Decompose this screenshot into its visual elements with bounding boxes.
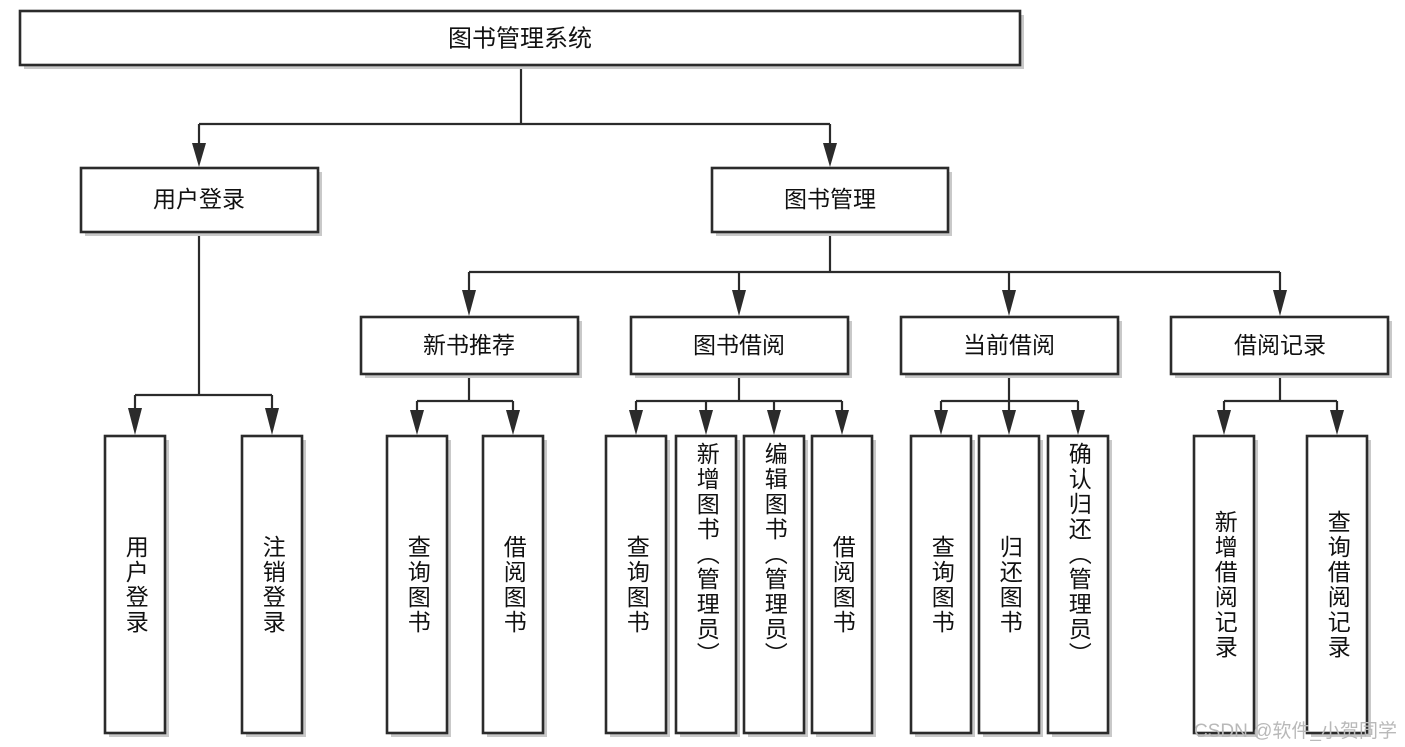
arrow-leaf-borrow-query [629, 410, 643, 435]
node-user-login-label: 用户登录 [153, 186, 245, 212]
node-leaf-user-logout[interactable] [240, 434, 304, 735]
arrow-leaf-rec-query2 [1330, 410, 1344, 435]
node-leaf-rec-add[interactable] [1192, 434, 1256, 735]
node-current-borrow-label: 当前借阅 [963, 332, 1055, 358]
node-book-borrow-label: 图书借阅 [693, 332, 785, 358]
node-layer: 图书管理系统 用户登录 图书管理 新书推荐 图书借阅 当前借阅 借阅记录 [18, 9, 1392, 737]
node-leaf-borrow-do[interactable] [810, 434, 874, 735]
node-leaf-cur-return[interactable] [977, 434, 1041, 735]
node-leaf-cur-confirm[interactable] [1046, 434, 1110, 735]
node-borrow-record[interactable] [1169, 315, 1390, 376]
arrow-to-user-login [192, 143, 206, 167]
arrow-to-book-borrow [732, 290, 746, 316]
node-leaf-rec-query2[interactable] [1305, 434, 1369, 735]
arrow-leaf-rec-borrow [506, 410, 520, 435]
arrow-leaf-borrow-add [699, 410, 713, 435]
arrow-leaf-cur-return [1002, 410, 1016, 435]
arrow-leaf-borrow-edit [767, 410, 781, 435]
arrow-leaf-user-logout [265, 408, 279, 435]
arrow-to-current-borrow [1002, 290, 1016, 316]
node-leaf-cur-query[interactable] [909, 434, 973, 735]
node-leaf-rec-query[interactable] [385, 434, 449, 735]
arrow-leaf-rec-add [1217, 410, 1231, 435]
arrow-leaf-cur-confirm [1071, 410, 1085, 435]
node-leaf-borrow-add[interactable] [674, 434, 738, 735]
arrow-to-book-manage [823, 143, 837, 167]
node-current-borrow[interactable] [899, 315, 1120, 376]
edge-layer [128, 69, 1344, 435]
arrow-to-borrow-record [1273, 290, 1287, 316]
arrow-leaf-user-login [128, 408, 142, 435]
node-new-book-rec-label: 新书推荐 [423, 332, 515, 358]
csdn-watermark: CSDN @软件_小贺同学 [1194, 721, 1397, 742]
node-borrow-record-label: 借阅记录 [1234, 332, 1326, 358]
node-user-login[interactable] [79, 166, 320, 234]
node-leaf-borrow-query[interactable] [604, 434, 668, 735]
node-book-manage-label: 图书管理 [784, 186, 876, 212]
arrow-leaf-borrow-do [835, 410, 849, 435]
node-leaf-user-login[interactable] [103, 434, 167, 735]
node-root[interactable] [18, 9, 1022, 67]
node-leaf-borrow-edit[interactable] [742, 434, 806, 735]
arrow-leaf-cur-query [934, 410, 948, 435]
arrow-to-new-book-rec [462, 290, 476, 316]
node-root-label: 图书管理系统 [448, 25, 592, 52]
node-book-borrow[interactable] [629, 315, 850, 376]
node-new-book-rec[interactable] [359, 315, 580, 376]
node-book-manage[interactable] [710, 166, 950, 234]
node-leaf-rec-borrow[interactable] [481, 434, 545, 735]
arrow-leaf-rec-query [410, 410, 424, 435]
